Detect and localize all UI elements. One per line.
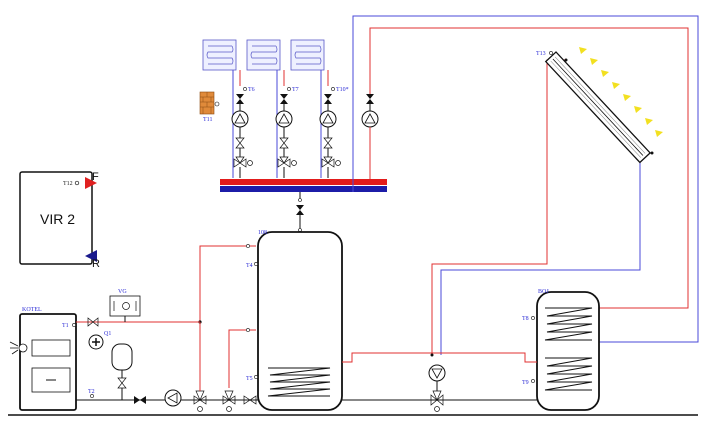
return-arrow-icon [85, 250, 97, 262]
boiler: KOTEL T1 T2 [9, 307, 95, 411]
dhw-tank: BOJ T8 T9 [522, 289, 600, 411]
t13-label: T13 [536, 51, 546, 57]
mixing-valve-2 [222, 390, 236, 412]
t11-label: T11 [203, 117, 212, 123]
heating-loop-2 [246, 39, 281, 71]
t5-label: T5 [246, 376, 253, 382]
pump-icon [431, 368, 443, 379]
pump-icon [322, 113, 334, 124]
pump-icon [278, 113, 290, 124]
boiler-name-label: KOTEL [22, 307, 42, 313]
heating-loop-3 [290, 39, 325, 71]
flow-valve [87, 317, 99, 327]
distribution-manifold [220, 179, 387, 192]
heating-loop-1 [202, 39, 237, 71]
heating-loops [202, 39, 329, 178]
expansion-vessel: Q1 [88, 331, 133, 400]
heating-circuit-3: T10* [319, 87, 349, 178]
flow-arrow-icon [85, 177, 97, 189]
t8-label: T8 [522, 316, 529, 322]
vir2-unit: VIR 2 T12 F R [19, 171, 100, 270]
boiler-t2-label: T2 [88, 389, 95, 395]
solar-collector: T13 [536, 47, 663, 164]
pump-icon [234, 113, 246, 124]
tank-coil [267, 367, 331, 397]
flow-f-label: F [92, 171, 99, 183]
transfer-pump [428, 353, 446, 412]
vir2-sensor-label: T12 [63, 181, 73, 187]
t6-label: T6 [248, 87, 255, 93]
dhw-lower-coil [544, 357, 593, 391]
solar-circuit-pump [361, 84, 379, 180]
dhw-upper-coil [544, 307, 593, 341]
heating-circuit-1: T6 [231, 87, 255, 178]
sun-rays-icon [579, 47, 663, 137]
dhw-name-label: BOJ [538, 289, 549, 295]
heating-circuit-2: T7 [275, 87, 299, 178]
tank-name-label: 108 [258, 230, 267, 236]
buffer-tank: 108 T4 T5 [246, 230, 343, 411]
vir2-title: VIR 2 [40, 211, 75, 227]
flow-r-label: R [92, 258, 100, 270]
safety-group: VG [109, 289, 141, 322]
tank-top-valve [296, 192, 304, 232]
q1-label: Q1 [104, 331, 111, 337]
vg-label: VG [118, 289, 127, 295]
t4-label: T4 [246, 263, 253, 269]
boiler-return-pump [164, 389, 182, 407]
outdoor-sensor: T11 [199, 91, 220, 123]
t9-label: T9 [522, 380, 529, 386]
mixing-valve-1 [193, 322, 207, 412]
burner-icon [9, 341, 28, 355]
t10-label: T10* [336, 87, 349, 93]
pump-icon [364, 113, 376, 124]
check-valve [134, 396, 146, 404]
t7-label: T7 [292, 87, 299, 93]
pump-icon [167, 392, 178, 404]
boiler-t1-label: T1 [62, 323, 69, 329]
